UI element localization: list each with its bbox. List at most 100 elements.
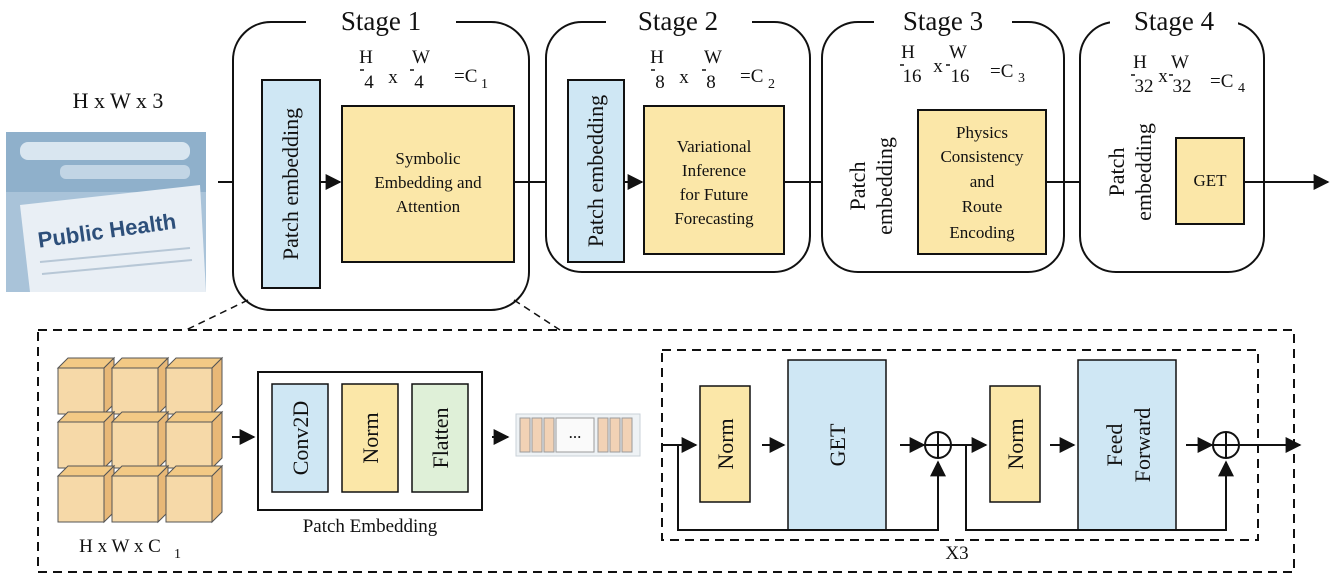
- stage-4-resolution: H 32 x W 32 =C 4: [1131, 52, 1245, 97]
- cube-face: [165, 421, 213, 469]
- token: [531, 417, 543, 453]
- cube-dims-sub: 1: [174, 547, 181, 562]
- image-text-line: [39, 247, 191, 263]
- stage-2: Stage 2 H 8 x W 8 =C 2 Patch embedding V…: [545, 6, 811, 273]
- repeat-label-bg: [938, 542, 976, 564]
- cube-face: [57, 367, 105, 415]
- res-x: x: [388, 67, 398, 88]
- residual-connection-2: [965, 445, 1234, 531]
- stage-3-block-line4: Route: [962, 197, 1003, 216]
- stage-2-block-line1: Variational: [677, 137, 752, 156]
- add-node-2: [1212, 431, 1240, 459]
- cube-face: [57, 421, 105, 469]
- token: [621, 417, 633, 453]
- input-dims-label: H x W x 3: [73, 88, 164, 113]
- stage-4-title-bg: [1110, 6, 1238, 40]
- res-h-divisor: 16: [903, 66, 922, 87]
- feed-forward-label-line2: Forward: [1130, 408, 1155, 483]
- token-ellipsis: ...: [569, 423, 582, 442]
- stage-2-title-bg: [606, 6, 752, 40]
- cube-side: [211, 464, 223, 524]
- res-w: W: [704, 47, 722, 68]
- feed-forward-block: [1077, 359, 1177, 531]
- stage-1-resolution: H 4 x W 4 =C 1: [359, 47, 488, 93]
- res-w: W: [1171, 52, 1189, 73]
- res-c-index: 1: [481, 77, 488, 92]
- cube-face: [165, 367, 213, 415]
- token: [519, 417, 531, 453]
- cube-face: [165, 475, 213, 523]
- patch-norm-block: [341, 383, 399, 493]
- cube-dims-label: H x W x C: [79, 536, 161, 557]
- res-x: x: [1158, 66, 1168, 87]
- res-c-index: 4: [1238, 81, 1245, 96]
- res-w-divisor: 32: [1173, 76, 1192, 97]
- conv2d-label: Conv2D: [288, 401, 313, 476]
- image-paper: [20, 185, 206, 292]
- token: [597, 417, 609, 453]
- res-h-divisor: 32: [1135, 76, 1154, 97]
- norm2-block: [989, 385, 1041, 503]
- res-w: W: [949, 42, 967, 63]
- res-w: W: [412, 47, 430, 68]
- stage-2-block-line4: Forecasting: [674, 209, 754, 228]
- stage-1-block-line2: Embedding and: [374, 173, 482, 192]
- stage-4-block-label: GET: [1193, 171, 1227, 190]
- res-h-divisor: 8: [655, 72, 665, 93]
- token: [609, 417, 621, 453]
- stage-1-patch-label: Patch embedding: [278, 108, 303, 260]
- norm1-label: Norm: [713, 418, 738, 469]
- stage-3-block-line5: Encoding: [949, 223, 1015, 242]
- patch-embedding-caption: Patch Embedding: [303, 516, 438, 537]
- feed-forward-label-line1: Feed: [1102, 424, 1127, 467]
- stage-4-patch-label-line2: embedding: [1131, 123, 1156, 221]
- stage-1-title: Stage 1: [341, 6, 421, 36]
- res-c: =C: [454, 66, 477, 87]
- image-top-band: [6, 132, 206, 192]
- res-x: x: [679, 67, 689, 88]
- stage-3-block-line2: Consistency: [940, 147, 1024, 166]
- repeat-label: X3: [945, 543, 968, 564]
- stage-3: Stage 3 H 16 x W 16 =C 3 Patch embedding…: [821, 6, 1065, 273]
- feature-cube-grid: [56, 356, 224, 524]
- stage-4-title: Stage 4: [1134, 6, 1215, 36]
- zoom-connector-left: [185, 299, 249, 331]
- token: [543, 417, 555, 453]
- stage-2-patch-label: Patch embedding: [583, 95, 608, 247]
- add-node-1: [924, 431, 952, 459]
- conv2d-block: [271, 383, 329, 493]
- token-ellipsis-box: [555, 417, 595, 453]
- stage-4-patch-label-line1: Patch: [1104, 148, 1129, 197]
- token-sequence: ...: [515, 413, 641, 457]
- stage-3-block-line3: and: [970, 172, 995, 191]
- stage-3-patch-label-line2: embedding: [872, 137, 897, 235]
- stage-2-block-line2: Inference: [682, 161, 746, 180]
- stage-1-patch-embedding: [261, 79, 321, 289]
- stage-3-title: Stage 3: [903, 6, 983, 36]
- res-h: H: [901, 42, 915, 63]
- public-health-image: Public Health: [6, 132, 206, 292]
- stage-3-patch-label-line1: Patch: [845, 162, 870, 211]
- get-attention-block: [787, 359, 887, 531]
- cube-face: [57, 475, 105, 523]
- norm2-label: Norm: [1003, 418, 1028, 469]
- cube-side: [211, 356, 223, 416]
- res-h-divisor: 4: [364, 72, 374, 93]
- res-h: H: [650, 47, 664, 68]
- cube-face: [111, 475, 159, 523]
- stage-2-block: [643, 105, 785, 255]
- stage-2-resolution: H 8 x W 8 =C 2: [650, 47, 775, 93]
- res-c-index: 3: [1018, 71, 1025, 86]
- res-c: =C: [740, 66, 763, 87]
- res-h: H: [359, 47, 373, 68]
- flatten-block: [411, 383, 469, 493]
- cube-face: [111, 421, 159, 469]
- stage-1-block-line1: Symbolic: [395, 149, 461, 168]
- stage-4-block: [1175, 137, 1245, 225]
- res-w-divisor: 16: [951, 66, 970, 87]
- stage-3-resolution: H 16 x W 16 =C 3: [900, 42, 1025, 87]
- image-text-line: [41, 259, 193, 275]
- stage-1: Stage 1 H 4 x W 4 =C 1 Patch embedding S…: [232, 6, 530, 311]
- cube-side: [211, 410, 223, 470]
